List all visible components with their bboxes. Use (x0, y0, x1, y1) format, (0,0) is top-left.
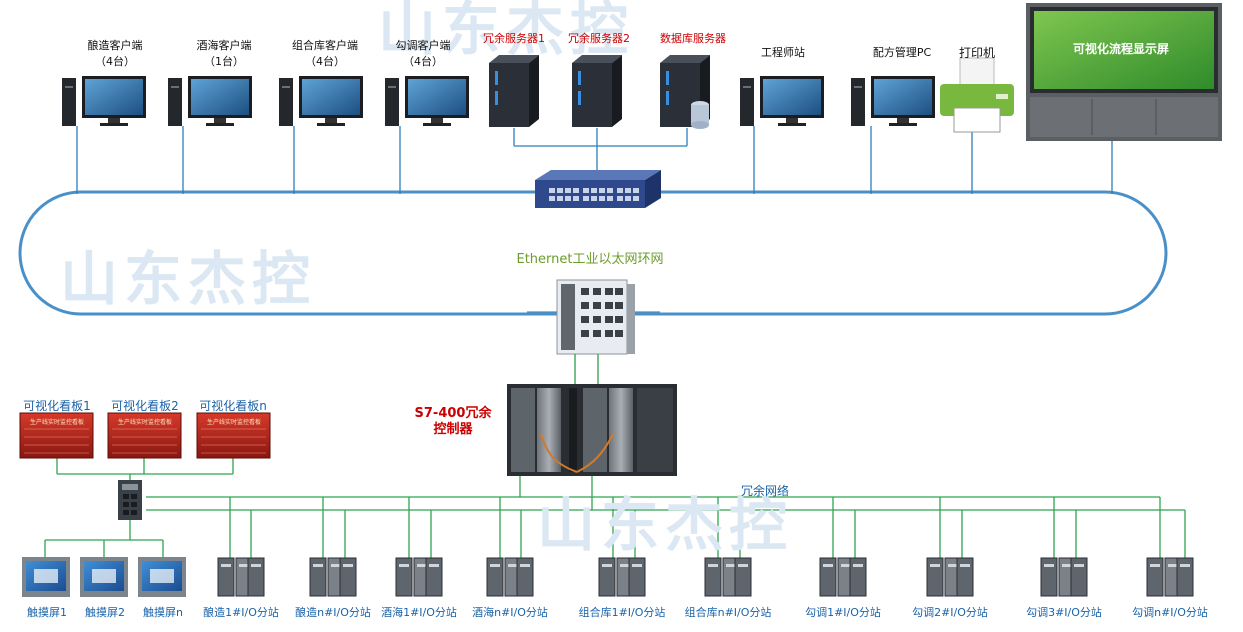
watermark-top: 山东杰控 (378, 0, 635, 63)
io-station-module[interactable] (217, 557, 265, 597)
pc-niangzao-client[interactable] (62, 76, 146, 126)
display-screen-title: 可视化流程显示屏 (1072, 42, 1169, 56)
touch-screen-2-label: 触摸屏2 (85, 606, 125, 619)
client-zuheku-label: 组合库客户端（4台） (292, 39, 358, 68)
printer-label: 打印机 (958, 46, 995, 60)
top-ethernet-switch[interactable] (535, 170, 661, 208)
board-2-label: 可视化看板2 (111, 399, 179, 413)
visual-board-1[interactable] (19, 412, 94, 459)
engineer-station-label: 工程师站 (761, 46, 805, 59)
touch-screen-n[interactable] (138, 557, 186, 597)
io-station-label: 酿造1#I/O分站 (203, 606, 279, 619)
client-goutiao-label: 勾调客户端（4台） (395, 39, 451, 68)
top-device-links (76, 126, 1113, 194)
pc-zuheku-client[interactable] (279, 76, 363, 126)
pc-jiuhai-client[interactable] (168, 76, 252, 126)
redundant-network-bus (44, 458, 1186, 560)
visual-display-screen[interactable] (1026, 3, 1222, 141)
recipe-pc-label: 配方管理PC (872, 46, 932, 59)
visual-board-2[interactable] (107, 412, 182, 459)
pc-recipe-management[interactable] (851, 76, 935, 126)
io-station-module[interactable] (1040, 557, 1088, 597)
board-network-switch[interactable] (118, 480, 142, 520)
controller-label: S7-400冗余控制器 (414, 406, 492, 437)
io-station-label: 酒海1#I/O分站 (381, 606, 457, 619)
redundant-server-1[interactable] (489, 55, 539, 127)
pc-goutiao-client[interactable] (385, 76, 469, 126)
client-jiuhai-label: 酒海客户端（1台） (196, 39, 252, 68)
io-station-module[interactable] (926, 557, 974, 597)
board-n-text: 生产线实时监控看板 (206, 419, 261, 426)
touch-screen-1[interactable] (22, 557, 70, 597)
s7-400-redundant-controller[interactable] (507, 384, 677, 476)
touch-screen-2[interactable] (80, 557, 128, 597)
client-niangzao-label: 酿造客户端（4台） (87, 39, 143, 68)
visual-board-n[interactable] (196, 412, 271, 459)
io-station-label: 酿造n#I/O分站 (295, 606, 371, 619)
io-station-label: 勾调2#I/O分站 (912, 606, 988, 619)
ring-network-label: Ethernet工业以太网环网 (516, 252, 664, 267)
touch-screen-1-label: 触摸屏1 (27, 606, 67, 619)
io-stations (217, 557, 1194, 597)
io-station-label: 勾调n#I/O分站 (1132, 606, 1208, 619)
io-station-label: 勾调1#I/O分站 (805, 606, 881, 619)
printer-icon[interactable] (940, 57, 1014, 133)
io-station-label: 勾调3#I/O分站 (1026, 606, 1102, 619)
database-server[interactable] (660, 55, 710, 129)
io-station-module[interactable] (395, 557, 443, 597)
redundant-network-label: 冗余网络 (740, 484, 789, 498)
watermark-bottom: 山东杰控 (537, 491, 794, 559)
io-station-label: 组合库1#I/O分站 (578, 606, 666, 619)
pc-engineer-station[interactable] (740, 76, 824, 126)
board-1-label: 可视化看板1 (23, 399, 91, 413)
io-station-module[interactable] (1146, 557, 1194, 597)
database-server-label: 数据库服务器 (660, 32, 726, 45)
io-station-module[interactable] (704, 557, 752, 597)
touch-screen-n-label: 触摸屏n (143, 606, 183, 619)
io-station-label: 组合库n#I/O分站 (684, 606, 772, 619)
io-station-module[interactable] (309, 557, 357, 597)
industrial-ring-switch[interactable] (556, 279, 635, 355)
board-1-text: 生产线实时监控看板 (29, 419, 84, 426)
io-station-module[interactable] (598, 557, 646, 597)
io-station-label: 酒海n#I/O分站 (472, 606, 548, 619)
server-1-label: 冗余服务器1 (483, 32, 545, 45)
io-station-module[interactable] (819, 557, 867, 597)
board-2-text: 生产线实时监控看板 (117, 419, 172, 426)
io-station-module[interactable] (486, 557, 534, 597)
redundant-server-2[interactable] (572, 55, 622, 127)
watermark-left: 山东杰控 (60, 245, 317, 313)
board-n-label: 可视化看板n (199, 399, 267, 413)
server-2-label: 冗余服务器2 (568, 32, 630, 45)
